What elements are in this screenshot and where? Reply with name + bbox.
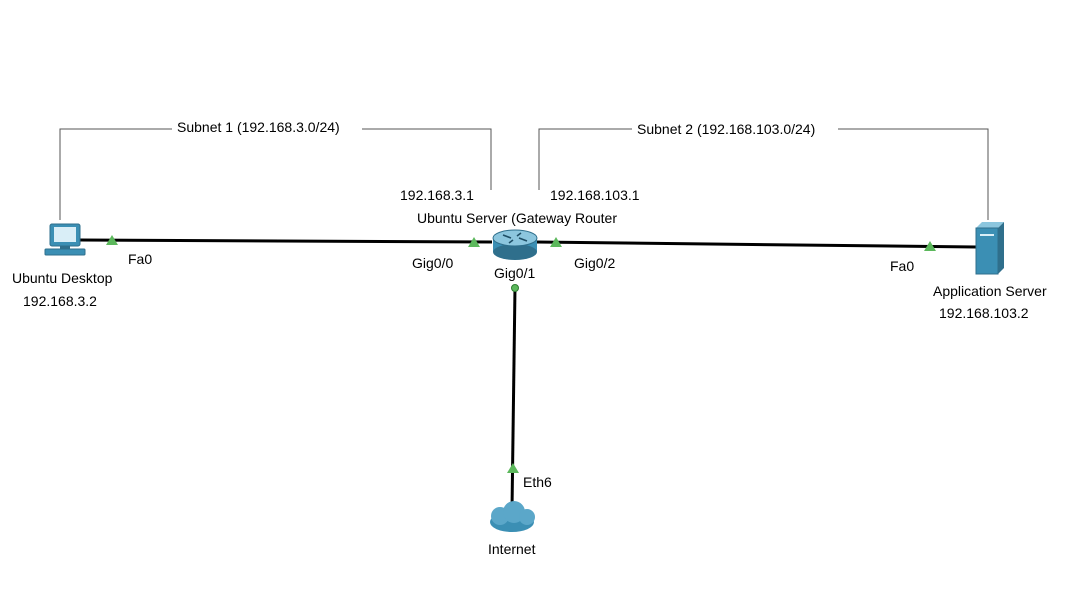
port-status-router-gig00 [468, 237, 480, 247]
link-router-internet [510, 286, 517, 511]
server-ip: 192.168.103.2 [939, 305, 1029, 321]
port-status-internet-eth6 [507, 463, 519, 473]
subnet1-label: Subnet 1 (192.168.3.0/24) [177, 119, 340, 135]
router-ip-right: 192.168.103.1 [550, 187, 640, 203]
port-status-router-gig02 [550, 237, 562, 247]
router-name: Ubuntu Server (Gateway Router [417, 210, 617, 226]
link-router-server [535, 240, 977, 249]
link-desktop-router [79, 238, 493, 244]
router-port-gig01: Gig0/1 [494, 265, 535, 281]
subnet1-bracket [59, 128, 492, 220]
desktop-port-fa0: Fa0 [128, 251, 152, 267]
pc-icon[interactable] [44, 223, 86, 256]
server-icon[interactable] [975, 222, 1004, 275]
server-port-fa0: Fa0 [890, 258, 914, 274]
port-status-desktop-fa0 [106, 235, 118, 245]
port-status-server-fa0 [924, 241, 936, 251]
router-ip-left: 192.168.3.1 [400, 187, 474, 203]
internet-name: Internet [488, 541, 536, 557]
desktop-name: Ubuntu Desktop [12, 270, 113, 286]
router-icon[interactable] [492, 229, 538, 260]
desktop-ip: 192.168.3.2 [23, 293, 97, 309]
port-status-router-gig01 [511, 284, 519, 292]
subnet2-label: Subnet 2 (192.168.103.0/24) [637, 121, 815, 137]
router-port-gig00: Gig0/0 [412, 255, 453, 271]
cloud-icon[interactable] [490, 501, 535, 532]
subnet2-bracket [538, 128, 989, 220]
server-name: Application Server [933, 283, 1047, 299]
router-port-gig02: Gig0/2 [574, 255, 615, 271]
internet-port-eth6: Eth6 [523, 474, 552, 490]
